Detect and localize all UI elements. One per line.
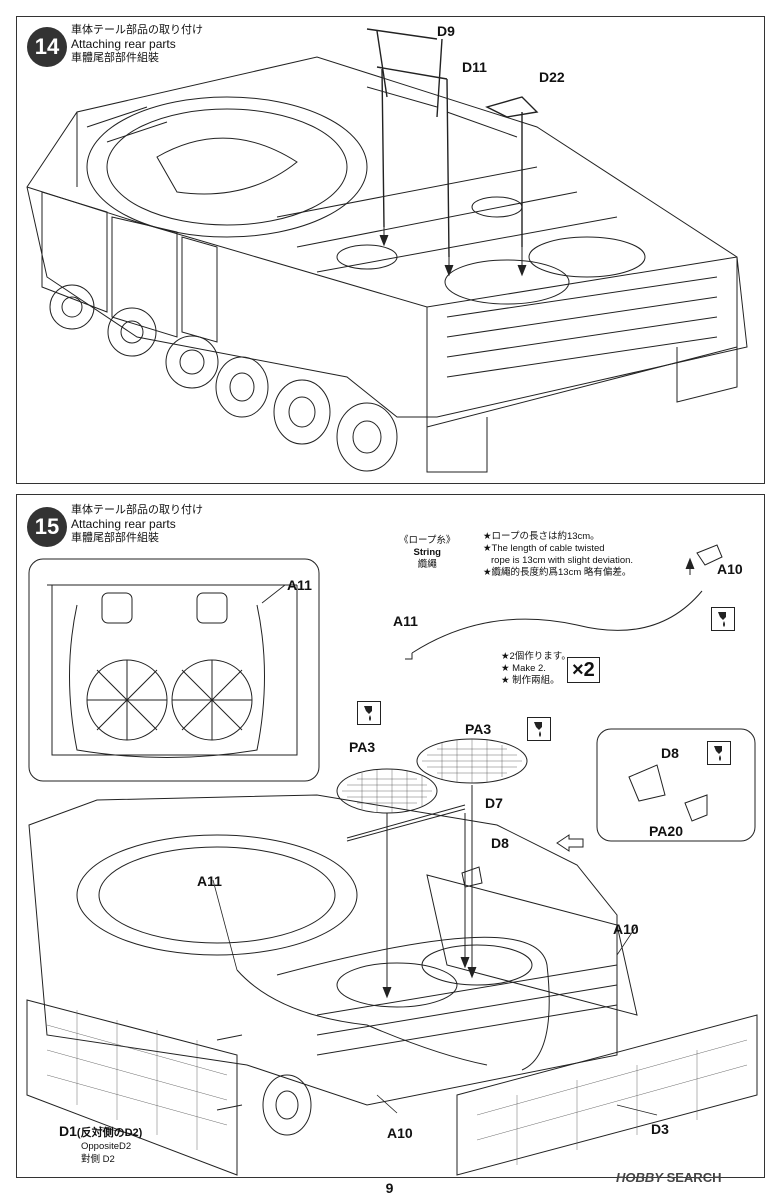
string-label-zh: 纜繩 — [417, 559, 437, 570]
glue-icon — [707, 741, 731, 765]
d1-label-block: D1(反対側のD2) OppositeD2 對側 D2 — [59, 1123, 143, 1166]
label-a11: A11 — [197, 873, 222, 889]
rope-note-line-1: ★ロープの長さは約13cm。 — [483, 531, 600, 542]
make-note: ★2個作ります。 ★ Make 2. ★ 制作兩組。 — [501, 651, 571, 687]
label-d1: D1 — [59, 1123, 77, 1139]
step-15-illustration — [26, 544, 758, 1176]
multiplier-badge: ×2 — [567, 657, 600, 683]
step-14-title-en: Attaching rear parts — [71, 37, 176, 51]
string-label-ja: 《ロープ糸》 — [399, 535, 456, 546]
inset-label-a11: A11 — [287, 577, 312, 593]
step-14-illustration — [26, 28, 748, 473]
rope-note: ★ロープの長さは約13cm。 ★The length of cable twis… — [483, 531, 633, 579]
rope-note-line-3: rope is 13cm with slight deviation. — [491, 555, 634, 566]
label-d22: D22 — [539, 69, 565, 85]
label-d7: D7 — [485, 795, 503, 811]
label-d3: D3 — [651, 1121, 669, 1137]
detail-label-d8: D8 — [661, 745, 679, 761]
glue-icon — [527, 717, 551, 741]
make-note-line-1: ★2個作ります。 — [501, 651, 571, 662]
step-14-panel: 14 車体テール部品の取り付け Attaching rear parts 車體尾… — [16, 16, 765, 484]
step-14-title: 車体テール部品の取り付け Attaching rear parts 車體尾部部件… — [71, 23, 203, 65]
label-a10-right: A10 — [613, 921, 639, 937]
step-15-title-ja: 車体テール部品の取り付け — [71, 504, 203, 516]
step-number-14: 14 — [27, 27, 67, 67]
watermark-brand: HOBBY — [616, 1170, 663, 1185]
step-15-title: 車体テール部品の取り付け Attaching rear parts 車體尾部部件… — [71, 503, 203, 545]
watermark: HOBBY SEARCH — [616, 1170, 721, 1185]
step-14-title-ja: 車体テール部品の取り付け — [71, 24, 203, 36]
label-pa3-right: PA3 — [465, 721, 492, 737]
make-note-line-3: ★ 制作兩組。 — [501, 675, 560, 686]
rope-note-line-2: ★The length of cable twisted — [483, 543, 605, 554]
d1-note-zh: 對側 D2 — [81, 1154, 115, 1165]
watermark-suffix: SEARCH — [666, 1170, 722, 1185]
label-d11: D11 — [462, 59, 487, 75]
string-label-en: String — [413, 547, 441, 558]
string-label: 《ロープ糸》 String 纜繩 — [399, 535, 455, 571]
glue-icon — [357, 701, 381, 725]
rope-label-a11: A11 — [393, 613, 418, 629]
d1-note-ja: (反対側のD2) — [76, 1127, 143, 1139]
step-15-title-en: Attaching rear parts — [71, 517, 176, 531]
rope-label-a10: A10 — [717, 561, 743, 577]
d1-note-en: OppositeD2 — [81, 1141, 132, 1152]
step-15-panel: 15 車体テール部品の取り付け Attaching rear parts 車體尾… — [16, 494, 765, 1178]
label-d9: D9 — [437, 23, 455, 39]
label-d8: D8 — [491, 835, 509, 851]
step-15-title-zh: 車體尾部部件組裝 — [71, 532, 159, 544]
rope-note-line-4: ★纜繩的長度約爲13cm 略有偏差。 — [483, 567, 632, 578]
step-number-15: 15 — [27, 507, 67, 547]
make-note-line-2: ★ Make 2. — [501, 663, 546, 674]
glue-icon — [711, 607, 735, 631]
page-number: 9 — [385, 1180, 394, 1196]
label-a10-bottom: A10 — [387, 1125, 413, 1141]
detail-label-pa20: PA20 — [649, 823, 683, 839]
step-14-title-zh: 車體尾部部件組裝 — [71, 52, 159, 64]
label-pa3-left: PA3 — [349, 739, 376, 755]
